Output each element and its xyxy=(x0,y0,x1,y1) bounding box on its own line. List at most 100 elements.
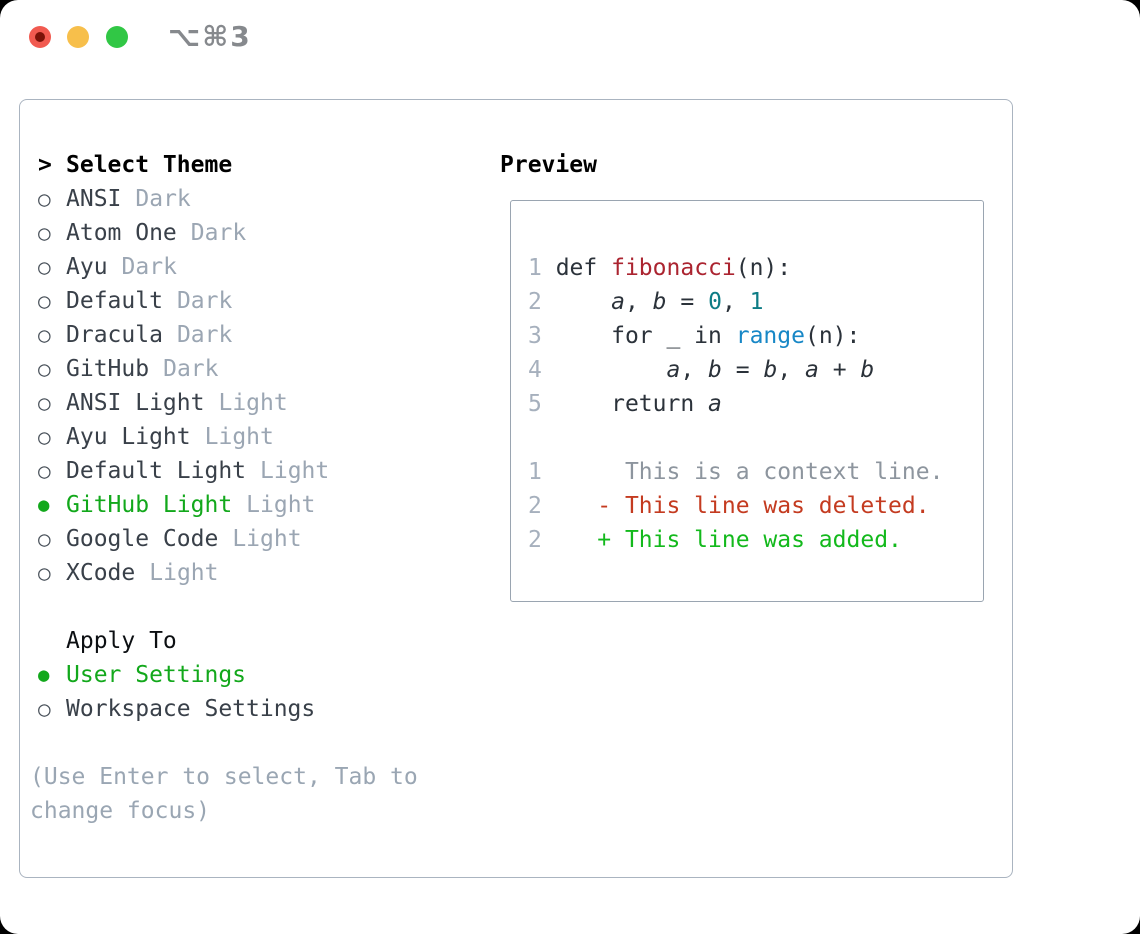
code-token-variable: a xyxy=(805,357,819,383)
diff-context-text: This is a context line. xyxy=(541,459,944,485)
code-line-blank xyxy=(528,421,943,455)
theme-option-github-dark[interactable]: ○ GitHub Dark xyxy=(38,352,418,386)
theme-variant: Dark xyxy=(176,288,233,314)
code-token-variable: a xyxy=(611,289,625,315)
help-text-line2: change focus) xyxy=(30,798,211,824)
code-token xyxy=(542,527,597,553)
theme-name: Atom One xyxy=(66,220,177,246)
code-token: return xyxy=(541,391,709,417)
radio-unselected-icon: ○ xyxy=(38,221,51,245)
theme-variant: Light xyxy=(218,390,288,416)
line-number: 4 xyxy=(528,357,542,383)
theme-name: GitHub xyxy=(66,356,150,382)
preview-pane xyxy=(510,200,984,602)
preview-title: Preview xyxy=(500,152,597,178)
radio-unselected-icon: ○ xyxy=(38,255,51,279)
line-number: 5 xyxy=(528,391,542,417)
code-preview: 1 def fibonacci(n): 2 a, b = 0, 1 3 for … xyxy=(528,251,943,557)
theme-variant: Light xyxy=(204,424,274,450)
theme-list: > Select Theme ○ ANSI Dark ○ Atom One Da… xyxy=(30,148,418,828)
code-token: , xyxy=(777,357,806,383)
apply-option-label: User Settings xyxy=(66,662,247,688)
code-line: 1 def fibonacci(n): xyxy=(528,251,943,285)
code-token-variable: a xyxy=(666,357,681,383)
code-token-variable: b xyxy=(708,357,722,383)
radio-unselected-icon: ○ xyxy=(38,425,51,449)
theme-variant: Dark xyxy=(121,254,177,280)
diff-added-line: 2 + This line was added. xyxy=(528,523,943,557)
radio-unselected-icon: ○ xyxy=(38,391,51,415)
marker-spacer xyxy=(38,624,66,658)
code-line: 5 return a xyxy=(528,387,943,421)
code-line: 4 a, b = b, a + b xyxy=(528,353,943,387)
code-token-number: 0 xyxy=(708,289,722,315)
help-text-line1: (Use Enter to select, Tab to xyxy=(30,764,418,790)
code-token: for _ in xyxy=(541,323,736,349)
radio-unselected-icon: ○ xyxy=(38,697,51,721)
theme-option-atom-one-dark[interactable]: ○ Atom One Dark xyxy=(38,216,418,250)
radio-selected-icon: ● xyxy=(38,494,50,516)
code-token xyxy=(542,289,611,315)
theme-name: Default xyxy=(66,288,163,314)
code-token-number: 1 xyxy=(749,289,764,315)
theme-list-title: Select Theme xyxy=(66,152,233,178)
theme-variant: Light xyxy=(149,560,219,586)
theme-list-header: > Select Theme xyxy=(38,148,418,182)
code-line: 3 for _ in range(n): xyxy=(528,319,943,353)
cursor-icon: > xyxy=(38,152,52,178)
theme-option-xcode[interactable]: ○ XCode Light xyxy=(38,556,418,590)
apply-option-workspace-settings[interactable]: ○ Workspace Settings xyxy=(38,692,418,726)
code-token-variable: a xyxy=(708,391,722,417)
code-token-function: fibonacci xyxy=(611,255,736,281)
theme-option-default-light[interactable]: ○ Default Light Light xyxy=(38,454,418,488)
line-number: 1 xyxy=(528,459,542,485)
theme-variant: Light xyxy=(232,526,302,552)
unsaved-changes-dot-icon xyxy=(35,32,45,42)
theme-name: GitHub Light xyxy=(66,492,233,518)
spacer xyxy=(38,590,418,624)
radio-unselected-icon: ○ xyxy=(38,289,51,313)
code-token: def xyxy=(541,255,612,281)
code-token-variable: b xyxy=(763,357,778,383)
theme-name: Default Light xyxy=(66,458,247,484)
diff-deleted-line: 2 - This line was deleted. xyxy=(528,489,943,523)
theme-name: ANSI Light xyxy=(66,390,205,416)
apply-option-label: Workspace Settings xyxy=(66,696,316,722)
line-number: 3 xyxy=(528,323,542,349)
diff-context-line: 1 This is a context line. xyxy=(528,455,943,489)
code-token-variable: b xyxy=(652,289,667,315)
theme-option-ansi-dark[interactable]: ○ ANSI Dark xyxy=(38,182,418,216)
code-token-variable: b xyxy=(860,357,875,383)
theme-option-dracula-dark[interactable]: ○ Dracula Dark xyxy=(38,318,418,352)
radio-unselected-icon: ○ xyxy=(38,459,51,483)
apply-to-title: Apply To xyxy=(66,628,177,654)
code-token: (n): xyxy=(735,255,792,281)
diff-added-text: + This line was added. xyxy=(597,527,902,553)
theme-name: Ayu Light xyxy=(66,424,191,450)
theme-variant: Light xyxy=(260,458,330,484)
apply-option-user-settings[interactable]: ● User Settings xyxy=(38,658,418,692)
code-token: , xyxy=(624,289,653,315)
code-token xyxy=(542,357,667,383)
theme-name: XCode xyxy=(66,560,136,586)
line-number: 2 xyxy=(528,527,542,553)
radio-selected-icon: ● xyxy=(38,664,50,686)
radio-unselected-icon: ○ xyxy=(38,357,51,381)
theme-variant: Light xyxy=(246,492,316,518)
theme-option-ayu-light[interactable]: ○ Ayu Light Light xyxy=(38,420,418,454)
theme-option-default-dark[interactable]: ○ Default Dark xyxy=(38,284,418,318)
close-button[interactable] xyxy=(29,26,51,48)
theme-option-ansi-light[interactable]: ○ ANSI Light Light xyxy=(38,386,418,420)
theme-option-google-code[interactable]: ○ Google Code Light xyxy=(38,522,418,556)
theme-variant: Dark xyxy=(135,186,191,212)
theme-option-ayu-dark[interactable]: ○ Ayu Dark xyxy=(38,250,418,284)
spacer xyxy=(38,726,418,760)
zoom-button[interactable] xyxy=(106,26,128,48)
diff-deleted-text: - This line was deleted. xyxy=(597,493,930,519)
code-token: = xyxy=(666,289,709,315)
theme-option-github-light[interactable]: ● GitHub Light Light xyxy=(38,488,418,522)
code-token: (n): xyxy=(804,323,861,349)
theme-variant: Dark xyxy=(190,220,247,246)
minimize-button[interactable] xyxy=(67,26,89,48)
